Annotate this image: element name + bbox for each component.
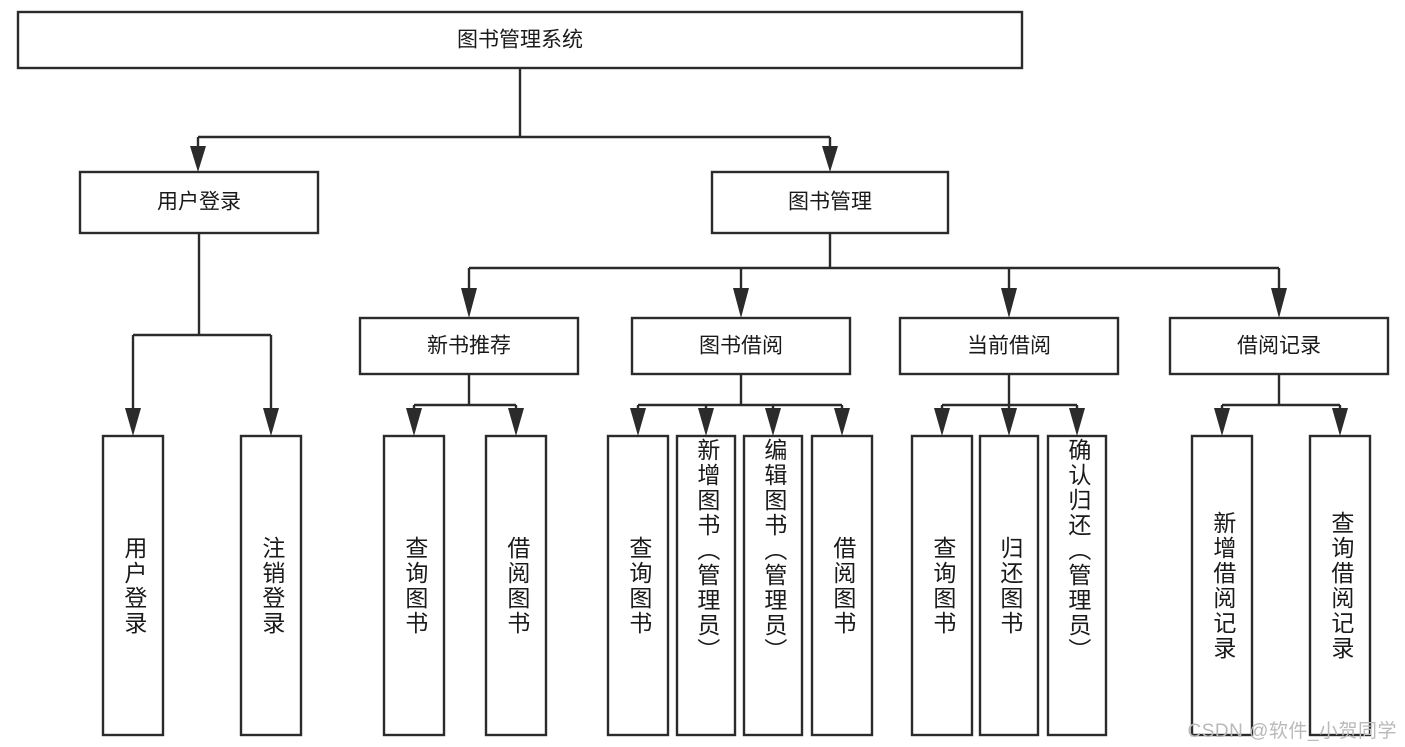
arrow-currentborrow-0-icon (934, 408, 950, 436)
node-root[interactable]: 图书管理系统 (16, 10, 1024, 70)
arrow-userlogin-1-icon (263, 408, 279, 436)
node-book-borrow[interactable]: 图书借阅 (630, 316, 852, 376)
arrow-newbook-0-icon (406, 408, 422, 436)
root-box-label: 图书管理系统 (457, 29, 583, 52)
arrow-bookborrow-3-icon (834, 408, 850, 436)
arrow-borrowrecord-0-icon (1214, 408, 1230, 436)
borrow-record-box-label: 借阅记录 (1237, 335, 1321, 358)
user-login-box-label: 用户登录 (157, 191, 241, 214)
leaf-box-book-borrow-1[interactable] (675, 434, 737, 737)
leaf-box-user-login-1[interactable] (239, 434, 303, 737)
leaf-box-book-borrow-2[interactable] (742, 434, 804, 737)
leaf-box-current-borrow-2[interactable] (1046, 434, 1108, 737)
book-borrow-box-rect (630, 316, 852, 376)
borrow-record-box-rect (1168, 316, 1390, 376)
arrow-level2-2-icon (1001, 288, 1017, 318)
node-user-login[interactable]: 用户登录 (78, 170, 320, 235)
arrow-level2-3-icon (1271, 288, 1287, 318)
leaf-box-current-borrow-0[interactable] (910, 434, 974, 737)
arrow-level2-0-icon (461, 288, 477, 318)
arrow-bookborrow-1-icon (698, 408, 714, 436)
watermark-text: CSDN @软件_小贺同学 (1187, 721, 1397, 742)
arrow-level1-0-icon (190, 146, 206, 172)
node-current-borrow[interactable]: 当前借阅 (898, 316, 1120, 376)
arrow-bookborrow-0-icon (630, 408, 646, 436)
leaf-box-new-book-1[interactable] (484, 434, 548, 737)
node-new-book-recommend[interactable]: 新书推荐 (358, 316, 580, 376)
root-box-rect (16, 10, 1024, 70)
leaf-box-new-book-0[interactable] (382, 434, 446, 737)
leaf-box-current-borrow-1[interactable] (978, 434, 1040, 737)
current-borrow-box-label: 当前借阅 (967, 335, 1051, 358)
book-borrow-box-label: 图书借阅 (699, 335, 783, 358)
arrow-level1-1-icon (822, 146, 838, 172)
leaf-box-borrow-record-1[interactable] (1308, 434, 1372, 737)
new-book-recommend-box-label: 新书推荐 (427, 335, 511, 358)
leaf-box-book-borrow-3[interactable] (810, 434, 874, 737)
book-management-box-rect (710, 170, 950, 235)
arrow-bookborrow-2-icon (765, 408, 781, 436)
current-borrow-box-rect (898, 316, 1120, 376)
arrow-borrowrecord-1-icon (1332, 408, 1348, 436)
leaf-box-borrow-record-0[interactable] (1190, 434, 1254, 737)
node-book-management[interactable]: 图书管理 (710, 170, 950, 235)
leaf-box-user-login-0[interactable] (101, 434, 165, 737)
node-borrow-record[interactable]: 借阅记录 (1168, 316, 1390, 376)
arrow-newbook-1-icon (508, 408, 524, 436)
leaf-box-book-borrow-0[interactable] (606, 434, 670, 737)
arrow-userlogin-0-icon (125, 408, 141, 436)
arrow-currentborrow-2-icon (1069, 408, 1085, 436)
arrow-currentborrow-1-icon (1001, 408, 1017, 436)
arrow-level2-1-icon (733, 288, 749, 318)
new-book-recommend-box-rect (358, 316, 580, 376)
book-management-box-label: 图书管理 (788, 191, 872, 214)
